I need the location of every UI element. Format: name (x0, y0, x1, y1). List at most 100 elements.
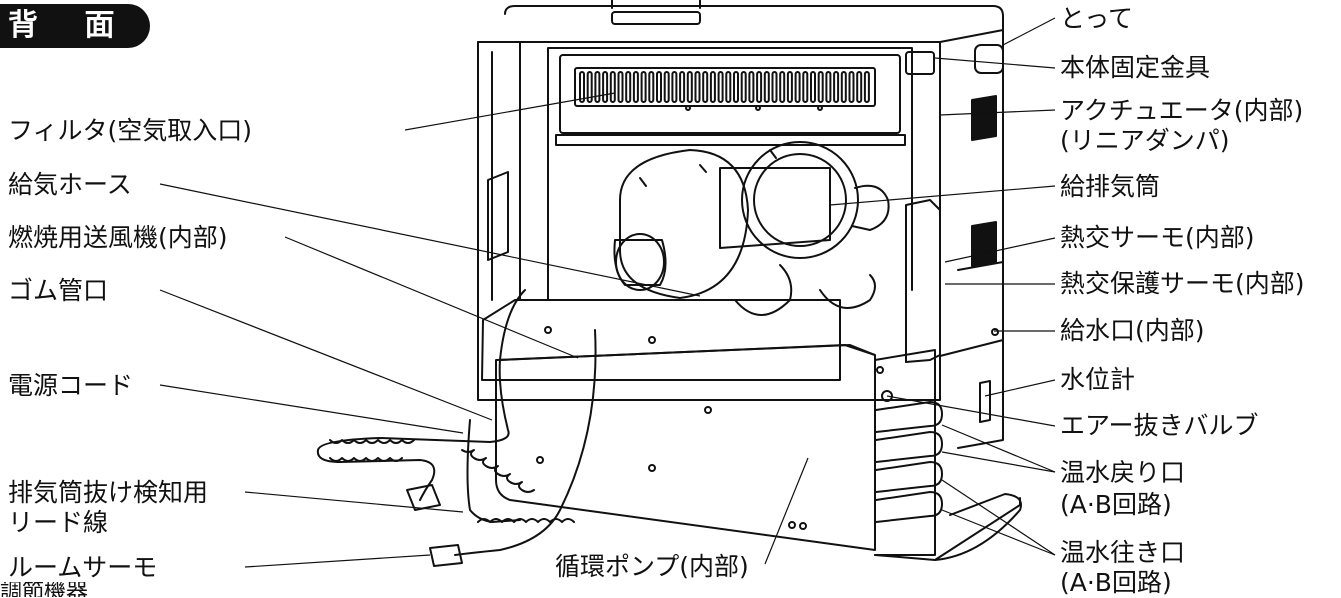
label-power-cord: 電源コード (8, 371, 134, 400)
label-linear-damper: (リニアダンパ) (1060, 126, 1230, 155)
filter-slot (856, 71, 863, 103)
filter-slot (802, 71, 809, 103)
label-heat-exchanger-thermo: 熱交サーモ(内部) (1060, 223, 1255, 252)
label-lead-wire-1: 排気筒抜け検知用 (8, 478, 209, 507)
leader-actuator (939, 109, 1056, 116)
control-box (481, 299, 841, 381)
pipe-3 (875, 461, 943, 493)
base-frame (934, 493, 1022, 561)
pipe-section (874, 349, 936, 556)
label-lead-wire-2: リード線 (8, 508, 109, 537)
filter-slot (786, 71, 793, 103)
leader-power-cord (159, 384, 464, 434)
leader-air-hose (159, 183, 701, 297)
leader-flow-2 (941, 509, 1056, 556)
filter-sill (555, 134, 906, 146)
label-room-thermostat: ルームサーモ (8, 553, 158, 582)
side-grip (974, 44, 1004, 74)
pipe-1 (875, 401, 943, 433)
fan-nozzle (613, 239, 667, 286)
label-hot-water-flow: 温水往き口 (1060, 538, 1186, 567)
label-water-inlet: 給水口(内部) (1060, 316, 1205, 345)
filter-slot (863, 71, 870, 103)
leader-lead-wire (244, 491, 464, 513)
combustion-fan (619, 149, 749, 299)
label-heat-exchanger-protect-thermo: 熱交保護サーモ(内部) (1060, 269, 1305, 298)
label-flue-pipe: 給排気筒 (1060, 172, 1161, 201)
filter-slot (810, 71, 816, 103)
pipe-frame (874, 497, 1021, 561)
filter-slot (702, 71, 709, 103)
filter-slot (686, 71, 693, 103)
label-combustion-fan: 燃焼用送風機(内部) (8, 223, 228, 252)
pipe-2 (875, 431, 943, 463)
label-hot-water-return: 温水戻り口 (1060, 458, 1186, 487)
filter-slot (694, 71, 701, 103)
label-filter: フィルタ(空気取入口) (8, 116, 253, 145)
leader-heat-thermo (944, 237, 1056, 263)
right-plate (905, 199, 941, 363)
top-handle (611, 0, 701, 9)
cord-coil-bottom (477, 518, 575, 523)
filter-slot (833, 71, 840, 103)
filter-slot (848, 71, 855, 103)
filter-slot (617, 71, 624, 103)
filter-slot (648, 71, 655, 103)
filter-slot (663, 71, 670, 103)
label-actuator: アクチュエータ(内部) (1060, 96, 1304, 125)
filter-slots (579, 71, 870, 103)
label-air-hose: 給気ホース (8, 170, 132, 199)
pump-front (499, 344, 876, 361)
leader-fan (284, 236, 579, 359)
cord-coil-mid (461, 449, 535, 493)
hose-loops (734, 264, 876, 316)
filter-slot (740, 71, 747, 103)
power-plug (406, 484, 441, 511)
label-flow-circuits: (A·B回路) (1060, 568, 1172, 597)
filter-slot (840, 71, 847, 103)
filter-slot (748, 71, 755, 103)
filter-slot (779, 71, 786, 103)
filter-slot (717, 71, 724, 103)
fitting-bolts (639, 149, 777, 187)
top-handle-bar (611, 11, 701, 25)
side-vent-lower (971, 221, 997, 267)
filter-slot (594, 71, 601, 103)
filter-slot (625, 71, 632, 103)
leader-filter (404, 92, 616, 131)
filter-slot (632, 71, 639, 103)
label-air-vent-valve: エアー抜きバルブ (1060, 411, 1259, 440)
label-water-level-gauge: 水位計 (1060, 365, 1136, 394)
water-gauge (979, 380, 991, 423)
filter-slot (756, 71, 763, 103)
filter-slot (579, 71, 585, 103)
leader-handle (1002, 17, 1056, 46)
filter-slot (825, 71, 832, 103)
filter-frame (559, 54, 901, 134)
filter-slot (817, 71, 824, 103)
filter-slot (609, 71, 616, 103)
partial-heading: 調節機器 (0, 582, 89, 597)
air-valve (881, 390, 893, 402)
flue-flange (741, 141, 859, 259)
fixing-bracket (905, 51, 935, 75)
rear-panel-inner (519, 41, 913, 301)
side-panel (939, 29, 1004, 357)
left-slot (487, 171, 509, 261)
coil-hose (719, 167, 831, 249)
filter-slot (771, 71, 778, 103)
filter-slot (794, 71, 801, 103)
label-circulation-pump: 循環ポンプ(内部) (555, 552, 749, 581)
housing-top (504, 5, 1004, 41)
label-return-circuits: (A·B回路) (1060, 490, 1172, 519)
filter-slot (602, 71, 609, 103)
label-handle: とって (1060, 4, 1134, 33)
leader-pump (764, 457, 809, 565)
side-vent-upper (971, 95, 997, 141)
room-thermo (429, 544, 463, 567)
label-fixing-bracket: 本体固定金具 (1060, 53, 1211, 82)
leader-flow-1 (941, 479, 1056, 556)
lead-wire (466, 419, 521, 523)
filter-slot (671, 71, 678, 103)
